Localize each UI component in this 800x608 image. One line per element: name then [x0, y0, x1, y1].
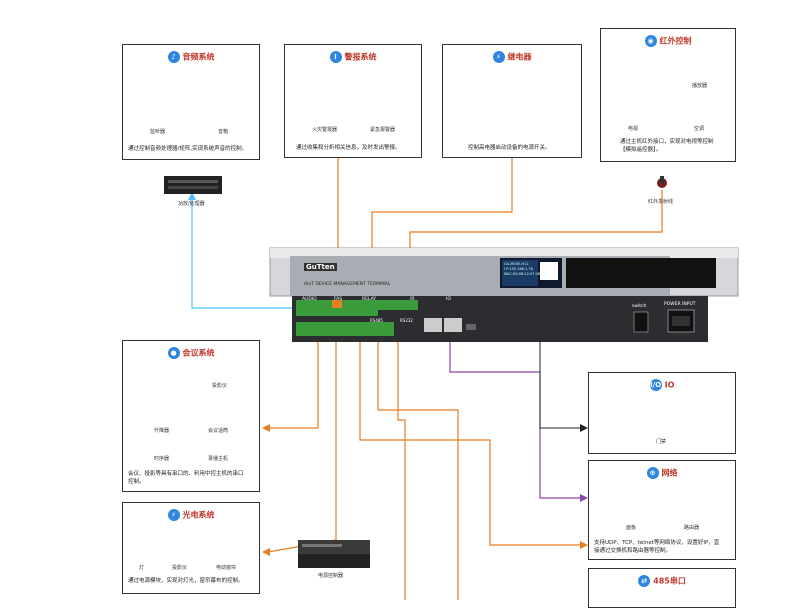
- wire-rs485: [377, 340, 459, 600]
- wire-audio: [191, 198, 300, 309]
- relay-title: ⚡继电器: [443, 51, 581, 63]
- speaker-label: 音箱: [218, 129, 229, 135]
- access-control-label: 门禁: [656, 439, 667, 445]
- projector-label: 投影仪: [212, 383, 228, 389]
- port-relay-label: RELAY: [362, 297, 377, 302]
- relay-desc: 控制高电器启动设备的电源开关。: [468, 145, 551, 151]
- conference-system-panel: ●会议系统: [122, 340, 260, 492]
- monitor-label: 监听器: [150, 129, 166, 135]
- alarm-system-desc: 通过收集和分析相关信息，及时发出警报。: [296, 145, 401, 151]
- device-brand: GuTten: [304, 263, 337, 271]
- smoke-detector-label: 火灾警报器: [312, 127, 338, 133]
- conference-desc-line1: 会议、投影等具有串口的、利用中控主机的串口: [128, 471, 244, 477]
- alarm-icon: !: [329, 51, 342, 63]
- port-rs232-label: RS232: [400, 318, 413, 323]
- rs485-title: ⇄485串口: [589, 575, 735, 587]
- audio-system-panel: ♪音频系统: [122, 44, 260, 160]
- wire-network: [449, 336, 582, 499]
- lighting-system-title: ⚡光电系统: [123, 509, 259, 521]
- alarm-system-title: !警报系统: [285, 51, 421, 63]
- wire-power-controller: [359, 340, 582, 546]
- ir-emitter-icon: [657, 176, 667, 188]
- sequencer-label: 时序器: [154, 456, 170, 462]
- device-subtitle: AIoT DEVICE MANAGEMENT TERMINAL: [304, 282, 391, 287]
- conference-system-title: ●会议系统: [123, 347, 259, 359]
- power-controller-label: 电源控制器: [318, 573, 344, 579]
- siren-label: 紧急报警器: [370, 127, 396, 133]
- mic-label: 会议话筒: [208, 428, 229, 434]
- microphone-icon: ♪: [167, 51, 180, 63]
- port-fas-label: FAS: [334, 297, 343, 302]
- audio-system-desc: 通过控制音频处理器/矩阵,实现系统声音的控制。: [128, 146, 248, 152]
- conference-system-desc: 会议、投影等具有串口的、利用中控主机的串口 控制。: [128, 470, 258, 486]
- tv-label: 电视: [628, 126, 639, 132]
- ir-desc-line1: 通过主机红外接口，实现对电视等控制: [620, 139, 714, 145]
- ir-control-desc: 通过主机红外接口，实现对电视等控制 【模拟遥控器】。: [620, 138, 734, 154]
- ir-emitter-label: 红外发射线: [648, 199, 674, 205]
- lcd-line3: MAC:00:0B:12:07:2B:38: [504, 272, 546, 276]
- relay-badge-icon: ⚡: [492, 51, 505, 63]
- port-ir-label: IR: [410, 297, 415, 302]
- ir-desc-line2: 【模拟遥控器】。: [620, 147, 662, 153]
- lcd-line1: GU-M05E-H12: [504, 262, 529, 266]
- network-icon: ⊕: [646, 467, 659, 479]
- ir-control-title: ◉红外控制: [601, 35, 735, 47]
- terminal-device: [269, 247, 739, 342]
- panel-label: 面板: [626, 525, 637, 531]
- port-io-label: IO: [446, 297, 451, 302]
- lighting-system-desc: 通过电源模块，实现对灯光，窗帘幕布的控制。: [128, 578, 244, 584]
- lighting-projector-label: 投影仪: [172, 565, 188, 571]
- ir-control-panel: ◉红外控制: [600, 28, 736, 162]
- lamp-label: 灯: [139, 565, 145, 571]
- ac-label: 空调: [694, 126, 705, 132]
- io-badge-icon: I/O: [649, 379, 662, 391]
- network-desc-line2: 接通过交换机和路由器等控制。: [594, 548, 672, 554]
- conference-desc-line2: 控制。: [128, 479, 145, 485]
- serial-port-icon: ⇄: [638, 575, 651, 587]
- port-audio-label: AUDIO: [302, 297, 317, 302]
- player-label: 播放器: [692, 83, 708, 89]
- network-title: ⊕网络: [589, 467, 735, 479]
- wire-bottom: [397, 340, 406, 600]
- router-label: 路由器: [684, 525, 700, 531]
- amplifier-label: 功放/处理器: [178, 201, 205, 207]
- lightning-icon: ⚡: [167, 509, 180, 521]
- audio-system-title: ♪音频系统: [123, 51, 259, 63]
- lift-label: 升降器: [154, 428, 170, 434]
- recorder-label: 录播主机: [208, 456, 229, 462]
- lighting-system-panel: ⚡光电系统: [122, 502, 260, 594]
- amplifier-icon: [164, 176, 222, 194]
- alarm-system-panel: !警报系统: [284, 44, 422, 158]
- conference-icon: ●: [167, 347, 180, 359]
- rs485-panel: ⇄485串口: [588, 568, 736, 608]
- network-desc: 支持UDP、TCP、telnet等网络协议，设置好IP，直 接通过交换机和路由器…: [594, 539, 736, 555]
- wire-conference: [268, 340, 319, 429]
- switch-label: switch: [632, 304, 647, 309]
- curtain-label: 电动窗帘: [216, 565, 237, 571]
- lcd-line2: I P:192.168.1.78: [504, 267, 533, 271]
- device-lcd: GU-M05E-H12 I P:192.168.1.78 MAC:00:0B:1…: [504, 262, 546, 277]
- network-panel: ⊕网络: [588, 460, 736, 560]
- network-desc-line1: 支持UDP、TCP、telnet等网络协议，设置好IP，直: [594, 540, 720, 546]
- power-input-label: POWER INPUT: [664, 302, 696, 307]
- remote-icon: ◉: [644, 35, 657, 47]
- port-rs485-label: RS485: [370, 318, 383, 323]
- relay-panel: ⚡继电器: [442, 44, 582, 158]
- wire-lighting: [267, 340, 337, 553]
- power-controller-icon: [298, 540, 370, 568]
